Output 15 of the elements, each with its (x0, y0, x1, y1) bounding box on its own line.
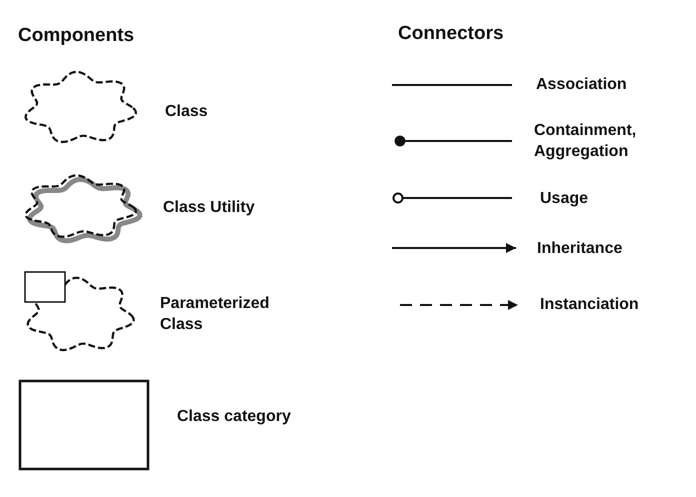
legend-label: Inheritance (537, 239, 624, 259)
symbol-label: Class (165, 102, 209, 122)
section-heading: Components (18, 25, 134, 46)
symbol-label: Class category (177, 407, 292, 427)
symbol-label: Class Utility (163, 198, 256, 218)
legend-label: Containment, Aggregation (534, 121, 638, 162)
legend-label: Usage (540, 189, 590, 209)
shadowed-cloud-symbol (24, 174, 142, 244)
legend-label: Association (536, 75, 628, 95)
rectangle-symbol (18, 380, 150, 470)
cloud-with-box-symbol (24, 271, 135, 352)
legend-label: Instanciation (540, 295, 640, 315)
section-heading: Connectors (398, 23, 504, 44)
symbol-label: Parameterized Class (160, 294, 270, 335)
dashed-cloud-symbol (24, 70, 137, 144)
